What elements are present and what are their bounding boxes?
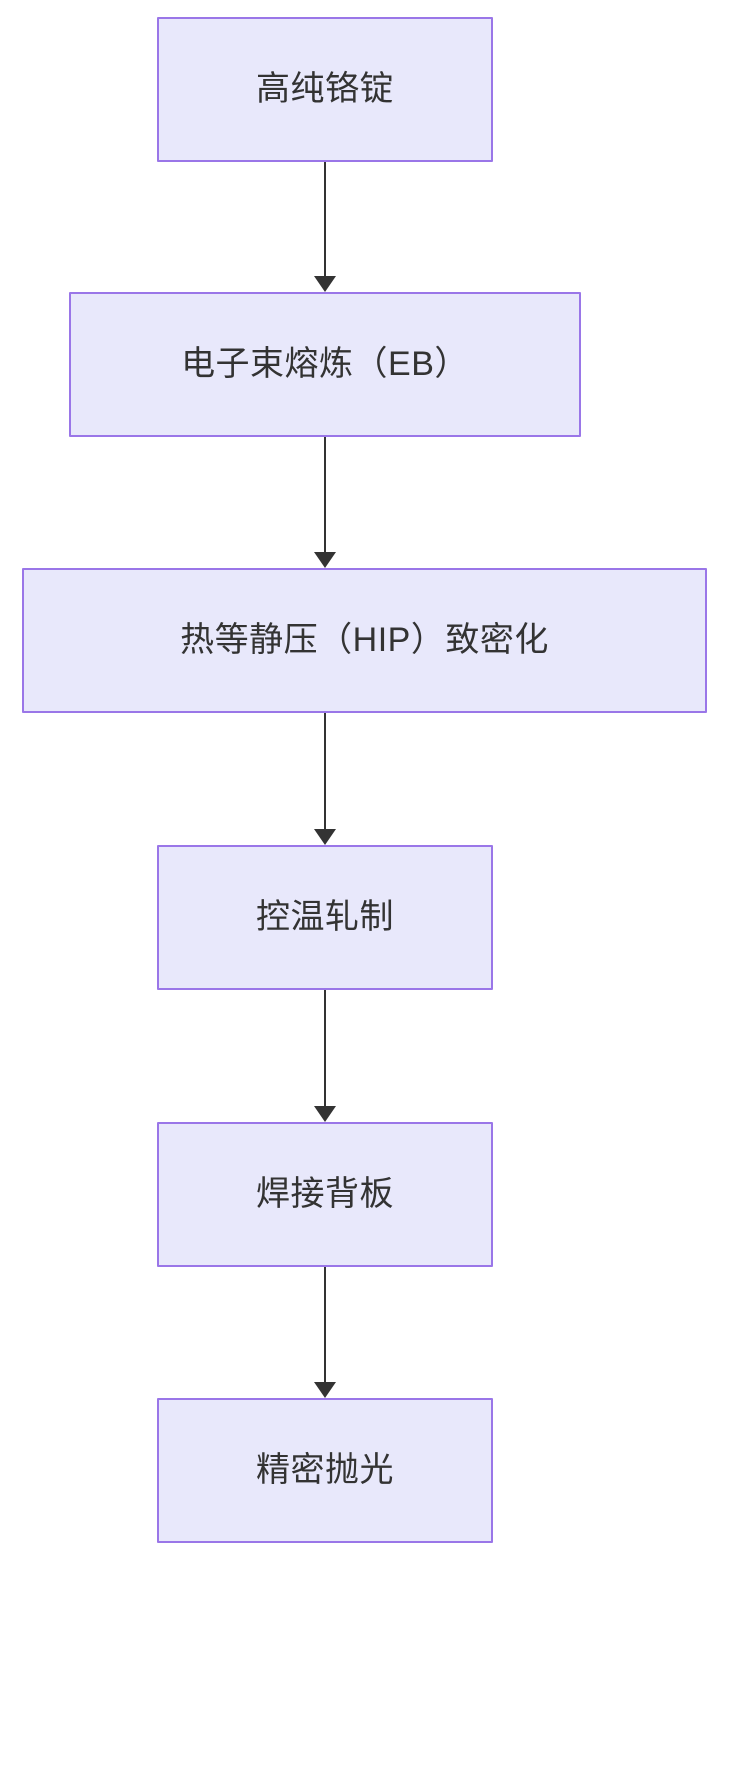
arrowhead-icon [314,276,336,292]
arrowhead-icon [314,552,336,568]
arrowhead-icon [314,829,336,845]
flow-node-temperature-controlled-rolling[interactable]: 控温轧制 [157,845,493,990]
flow-node-label: 焊接背板 [256,1175,394,1214]
flow-node-label: 热等静压（HIP）致密化 [180,621,549,660]
flow-node-label: 高纯铬锭 [256,70,394,109]
arrowhead-icon [314,1382,336,1398]
edge-line [324,713,326,829]
flow-node-electron-beam-melting[interactable]: 电子束熔炼（EB） [69,292,581,437]
flow-node-precision-polishing[interactable]: 精密抛光 [157,1398,493,1543]
edge-line [324,162,326,276]
flow-node-backing-plate-bonding[interactable]: 焊接背板 [157,1122,493,1267]
flow-node-high-purity-chromium-ingot[interactable]: 高纯铬锭 [157,17,493,162]
edge-line [324,1267,326,1382]
edge-line [324,437,326,552]
flow-node-hip-densification[interactable]: 热等静压（HIP）致密化 [22,568,707,713]
flow-node-label: 精密抛光 [256,1451,394,1490]
arrowhead-icon [314,1106,336,1122]
edge-line [324,990,326,1106]
flow-node-label: 电子束熔炼（EB） [181,345,469,384]
flow-node-label: 控温轧制 [256,898,394,937]
